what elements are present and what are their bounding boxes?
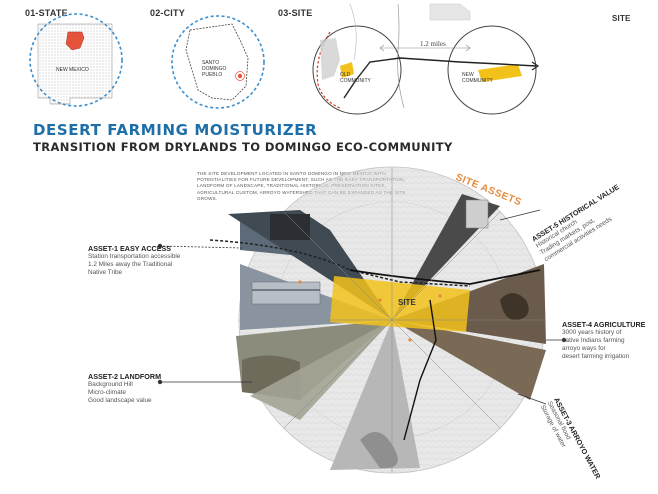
site-map-label: 03-SITE: [278, 8, 313, 18]
old-community-circle: [312, 25, 402, 115]
road-line: [349, 3, 357, 61]
distance-label: 1.2 miles: [420, 40, 446, 48]
central-site-label: SITE: [398, 298, 416, 307]
site-description: THE SITE DEVELOPMENT LOCATED IN SANTO DO…: [197, 171, 406, 201]
asset-2-line-1: Background Hill: [88, 381, 133, 388]
asset-1-line-1: Station transportation accessible: [88, 253, 181, 260]
site-red-boundary: [316, 31, 341, 109]
city-map-label: 02-CITY: [150, 8, 185, 18]
asset-4-block: ASSET-4 AGRICULTURE 3000 years history o…: [562, 320, 645, 361]
city-site-ring: [235, 71, 245, 81]
asset-1-line-2: 1.2 Miles away the Traditional: [88, 261, 173, 268]
ring-markers: [298, 280, 442, 342]
access-route-solid: [349, 269, 541, 285]
state-outline-shape: [37, 23, 113, 105]
asset-1-title: ASSET-1 EASY ACCESS: [88, 244, 172, 253]
city-map-text: SANTO DOMINGO PUEBLO: [202, 60, 227, 78]
asset-4-title: ASSET-4 AGRICULTURE: [562, 320, 646, 329]
page-subtitle: TRANSITION FROM DRYLANDS TO DOMINGO ECO-…: [33, 140, 453, 154]
old-community-label: OLD COMMUNITY: [340, 72, 371, 84]
city-site-marker: [237, 73, 243, 79]
state-map-label: 01-STATE: [25, 8, 68, 18]
terrain-patch: [429, 3, 471, 21]
page-title: DESERT FARMING MOISTURIZER: [33, 121, 318, 139]
route-arrow: [531, 61, 540, 71]
state-dashed-circle: [29, 13, 123, 107]
new-community-circle: [447, 25, 537, 115]
site-corner-label: SITE: [612, 14, 631, 23]
site-map: [312, 3, 540, 115]
asset-4-tree-canopy: [500, 293, 529, 321]
asset-4-line-1: 3000 years history of: [562, 329, 622, 336]
asset-2-foreground-wedge: [250, 320, 392, 420]
locator-maps: [29, 3, 540, 115]
asset-1-block: ASSET-1 EASY ACCESS Station transportati…: [88, 244, 180, 277]
new-community-site: [478, 64, 522, 82]
access-route-dashed: [209, 239, 471, 287]
train-car: [251, 281, 321, 305]
state-map-text: NEW MEXICO: [56, 67, 89, 73]
asset-5-church-building: [465, 199, 489, 229]
distance-arrow-left: [379, 44, 385, 52]
connection-route: [343, 57, 537, 99]
asset-2-block: ASSET-2 LANDFORM Background Hill Micro-c…: [88, 372, 161, 405]
asset-4-line-4: desert farming irrigation: [562, 353, 630, 360]
distance-arrow-right: [465, 44, 471, 52]
asset-3-arroyo-channel: [360, 432, 398, 469]
city-map: [171, 15, 265, 109]
asset-4-line-3: arroyo ways for: [562, 345, 606, 352]
river-line: [397, 3, 405, 109]
leader-lines: [157, 209, 567, 405]
city-dashed-circle: [171, 15, 265, 109]
central-site-area: [330, 276, 470, 332]
asset-2-line-3: Good landscape value: [88, 397, 152, 404]
asset-2-title: ASSET-2 LANDFORM: [88, 372, 162, 381]
state-map: [29, 13, 123, 107]
asset-3-arroyo-wedge: [330, 320, 420, 470]
asset-4-tree-wedge: [392, 320, 546, 400]
state-highlight-shape: [65, 31, 85, 51]
old-community-site: [340, 62, 354, 78]
asset-4-line-2: native Indians farming: [562, 337, 625, 344]
old-community-area: [320, 38, 340, 80]
new-community-label: NEW COMMUNITY: [462, 72, 493, 84]
asset-2-line-2: Micro-climate: [88, 389, 126, 396]
asset-1-line-3: Native Tribe: [88, 269, 123, 276]
radial-lines: [239, 167, 545, 473]
